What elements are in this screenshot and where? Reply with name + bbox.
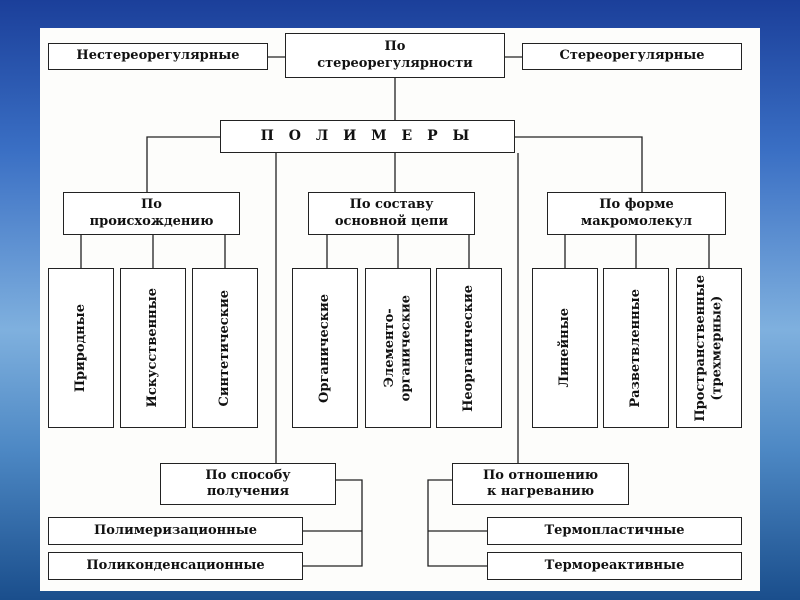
node-by-stereoregularity: По стереорегулярности [285, 33, 505, 78]
node-by-origin: По происхождению [63, 192, 240, 235]
leaf-synthetic: Синтетические [192, 268, 258, 428]
leaf-label: Неорганические [460, 284, 476, 412]
node-polymers-root: П О Л И М Е Р Ы [220, 120, 515, 153]
leaf-inorganic: Неорганические [436, 268, 502, 428]
node-by-macromolecule-shape: По форме макромолекул [547, 192, 726, 235]
leaf-thermoplastic: Термопластичные [487, 517, 742, 545]
leaf-thermoset: Термореактивные [487, 552, 742, 580]
node-by-chain-composition: По составу основной цепи [308, 192, 475, 235]
leaf-polymerization: Полимеризационные [48, 517, 303, 545]
node-by-production-method: По способу получения [160, 463, 336, 505]
leaf-label: Линейные [556, 308, 572, 388]
leaf-label: Элементо- органические [381, 294, 413, 402]
leaf-label: Синтетические [216, 289, 232, 407]
leaf-natural: Природные [48, 268, 114, 428]
leaf-label: Искусственные [144, 288, 160, 408]
leaf-label: Органические [316, 293, 332, 403]
leaf-elementorganic: Элементо- органические [365, 268, 431, 428]
node-by-heat-relation: По отношению к нагреванию [452, 463, 629, 505]
leaf-label: Разветвленные [627, 288, 643, 408]
node-non-stereoregular: Нестереорегулярные [48, 43, 268, 70]
leaf-artificial: Искусственные [120, 268, 186, 428]
leaf-label: Пространственные (трехмерные) [692, 274, 724, 422]
leaf-polycondensation: Поликонденсационные [48, 552, 303, 580]
leaf-organic: Органические [292, 268, 358, 428]
leaf-branched: Разветвленные [603, 268, 669, 428]
node-stereoregular: Стереорегулярные [522, 43, 742, 70]
leaf-linear: Линейные [532, 268, 598, 428]
leaf-spatial: Пространственные (трехмерные) [676, 268, 742, 428]
leaf-label: Природные [72, 303, 88, 393]
